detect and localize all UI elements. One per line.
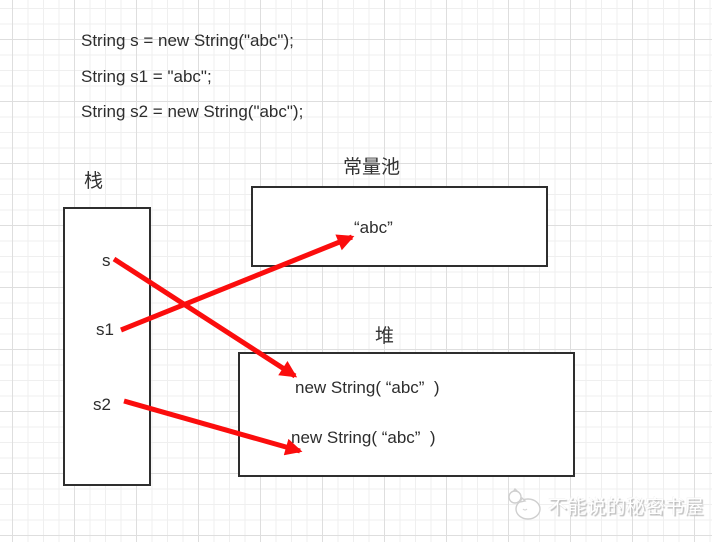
stack-var-s1: s1 (96, 320, 114, 339)
heap-item-new-string-1: new String( “abc” ) (295, 378, 440, 397)
code-line-1: String s = new String("abc"); (81, 31, 294, 50)
stack-var-s: s (102, 251, 111, 270)
heap-item-new-string-2: new String( “abc” ) (291, 428, 436, 447)
stack-var-s2: s2 (93, 395, 111, 414)
watermark-text: 不能说的秘密书屋 (548, 496, 705, 518)
constant-pool-value: “abc” (354, 218, 393, 237)
heap-label: 堆 (375, 326, 395, 347)
heap-box (238, 352, 575, 477)
constant-pool-label: 常量池 (343, 157, 401, 178)
stack-box (63, 207, 151, 486)
constant-pool-box (251, 186, 548, 267)
stack-label: 栈 (84, 171, 104, 192)
watermark-logo-icon (508, 488, 541, 520)
code-line-2: String s1 = "abc"; (81, 67, 212, 86)
watermark: 不能说的秘密书屋 (506, 488, 704, 522)
code-line-3: String s2 = new String("abc"); (81, 102, 304, 121)
